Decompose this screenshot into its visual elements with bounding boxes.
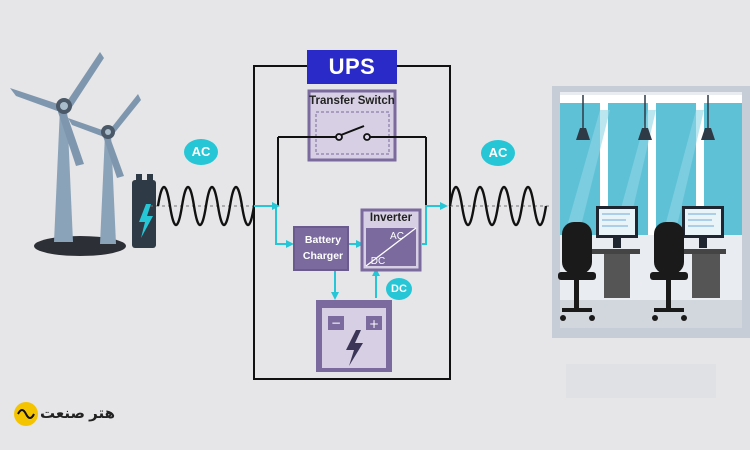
battery-charger-box: [293, 226, 349, 271]
arrow-heads: [272, 202, 448, 300]
brand-logo-text: هتر صنعت: [40, 405, 115, 422]
ac-input-badge-label: AC: [191, 144, 211, 159]
battery-charger-label-line2: Charger: [302, 250, 344, 262]
dc-badge-label: DC: [391, 283, 407, 295]
switch-symbol: [278, 125, 426, 141]
lightning-icon: [346, 330, 363, 366]
transfer-switch-label: Transfer Switch: [309, 95, 395, 107]
ac-output-badge-label: AC: [488, 145, 508, 160]
inverter-ac-label: AC: [390, 231, 404, 242]
dc-badge: [386, 278, 412, 300]
power-flow-arrows: [254, 205, 446, 298]
inverter-dc-label: DC: [370, 256, 386, 267]
power-source-device: [132, 174, 156, 248]
ac-output-waveform: [448, 185, 548, 227]
ac-input-badge: [184, 139, 218, 165]
svg-text:+: +: [369, 317, 379, 331]
ac-output-badge: [481, 140, 515, 166]
internal-wiring: [277, 137, 427, 206]
office-illustration: [552, 86, 750, 398]
ups-title: UPS: [328, 54, 376, 79]
svg-text:−: −: [331, 316, 341, 330]
battery-pack: − +: [316, 300, 392, 372]
ups-title-box: [307, 50, 397, 84]
wind-turbines-illustration: [10, 52, 141, 256]
inverter-label: Inverter: [369, 212, 413, 224]
brand-logo-icon: [14, 402, 38, 426]
ac-input-waveform: [156, 185, 256, 227]
battery-charger-label-line1: Battery: [304, 234, 342, 246]
